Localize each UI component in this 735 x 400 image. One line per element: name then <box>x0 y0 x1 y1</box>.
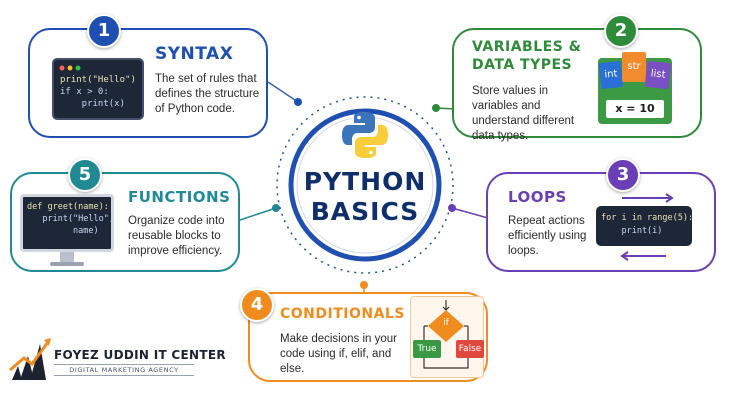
window-dots-icon <box>59 65 81 71</box>
card-title-variables-line2: DATA TYPES <box>472 57 573 73</box>
tag-str: str <box>622 52 646 82</box>
badge-number-1: 1 <box>87 14 121 48</box>
connector-loops <box>451 207 489 219</box>
card-desc-conditionals: Make decisions in your code using if, el… <box>280 333 397 375</box>
brand-name: FOYEZ UDDIN IT CENTER <box>54 348 226 362</box>
syntax-code-line-3: print(x) <box>60 99 126 109</box>
center-title-line1: PYTHON <box>303 167 427 196</box>
badge-number-2: 2 <box>604 14 638 48</box>
brand-tagline-rule: DIGITAL MARKETING AGENCY <box>54 364 194 376</box>
assignment-label: x = 10 <box>606 100 664 118</box>
badge-number-3: 3 <box>606 158 640 192</box>
python-logo-icon <box>342 112 388 158</box>
loops-code-window: for i in range(5): print(i) <box>596 206 694 246</box>
functions-monitor: def greet(name): print("Hello", name) <box>20 194 114 252</box>
syntax-code-window: print("Hello") if x > 0: print(x) <box>52 58 144 120</box>
card-title-loops: LOOPS <box>508 188 567 206</box>
loops-code-line-1: for i in range(5): <box>601 213 694 223</box>
center-title-line2: BASICS <box>310 197 420 226</box>
functions-code-line-1: def greet(name): <box>27 202 109 212</box>
center-circle <box>276 96 454 274</box>
card-title-variables-line1: VARIABLES & <box>472 39 582 55</box>
functions-code-line-3: name) <box>27 226 99 236</box>
tag-int: int <box>598 60 624 90</box>
connector-functions <box>239 207 277 221</box>
brand-tagline: DIGITAL MARKETING AGENCY <box>69 366 179 374</box>
monitor-base <box>50 262 84 266</box>
flow-decision-label: if <box>443 318 449 328</box>
syntax-code-line-2: if x > 0: <box>60 87 109 97</box>
card-desc-variables: Store values in variables and understand… <box>472 85 575 142</box>
functions-code-line-2: print("Hello", <box>27 214 114 224</box>
connector-syntax <box>267 81 299 103</box>
badge-number-4: 4 <box>240 288 274 322</box>
monitor-stand <box>60 252 74 262</box>
card-title-functions: FUNCTIONS <box>128 188 231 206</box>
flow-false-box: False <box>456 340 484 358</box>
loop-arrows-icon <box>620 193 674 261</box>
loops-code-line-2: print(i) <box>601 226 663 236</box>
flow-true-box: True <box>413 340 441 358</box>
syntax-code-line-1: print("Hello") <box>60 75 136 85</box>
card-desc-loops: Repeat actions efficiently using loops. <box>508 215 587 257</box>
card-title-syntax: SYNTAX <box>155 44 234 64</box>
flowchart-lines <box>423 300 469 369</box>
card-title-conditionals: CONDITIONALS <box>280 306 405 322</box>
brand-logo-icon <box>9 338 51 380</box>
tag-list: list <box>644 60 672 90</box>
card-desc-syntax: The set of rules that defines the struct… <box>155 73 260 115</box>
card-desc-functions: Organize code into reusable blocks to im… <box>128 215 225 257</box>
badge-number-5: 5 <box>68 158 102 192</box>
